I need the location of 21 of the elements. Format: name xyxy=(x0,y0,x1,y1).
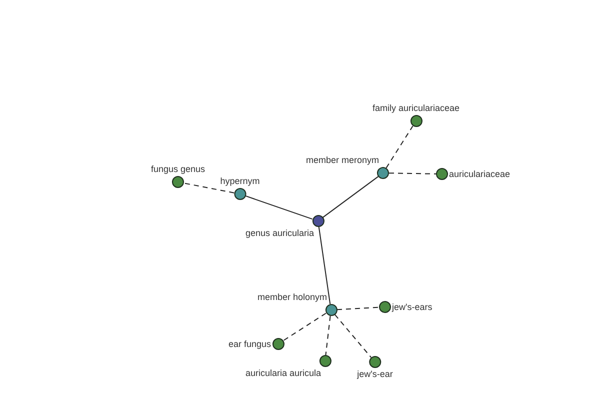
node-label: family auriculariaceae xyxy=(372,103,460,114)
node-label: auriculariaceae xyxy=(449,168,510,180)
line xyxy=(245,195,313,220)
node-label: ear fungus xyxy=(228,338,271,350)
line xyxy=(322,176,379,218)
node-label: member holonym xyxy=(257,292,327,303)
dashed-line xyxy=(334,314,372,358)
node-label: auricularia auricula xyxy=(245,368,321,379)
dashed-line xyxy=(388,172,436,174)
node-label: genus auricularia xyxy=(245,228,314,239)
node-label: fungus genus xyxy=(150,164,206,175)
dashed-line xyxy=(386,126,414,168)
dashed-line xyxy=(325,315,331,356)
node-label: hypernym xyxy=(220,176,260,187)
dashed-line xyxy=(282,312,326,342)
line xyxy=(318,226,331,305)
node-label: jew's-ear xyxy=(357,369,393,380)
node-label: member meronym xyxy=(306,155,379,166)
node-label: jew's-ears xyxy=(392,302,432,312)
dashed-line xyxy=(336,306,380,310)
dashed-line xyxy=(183,182,235,194)
